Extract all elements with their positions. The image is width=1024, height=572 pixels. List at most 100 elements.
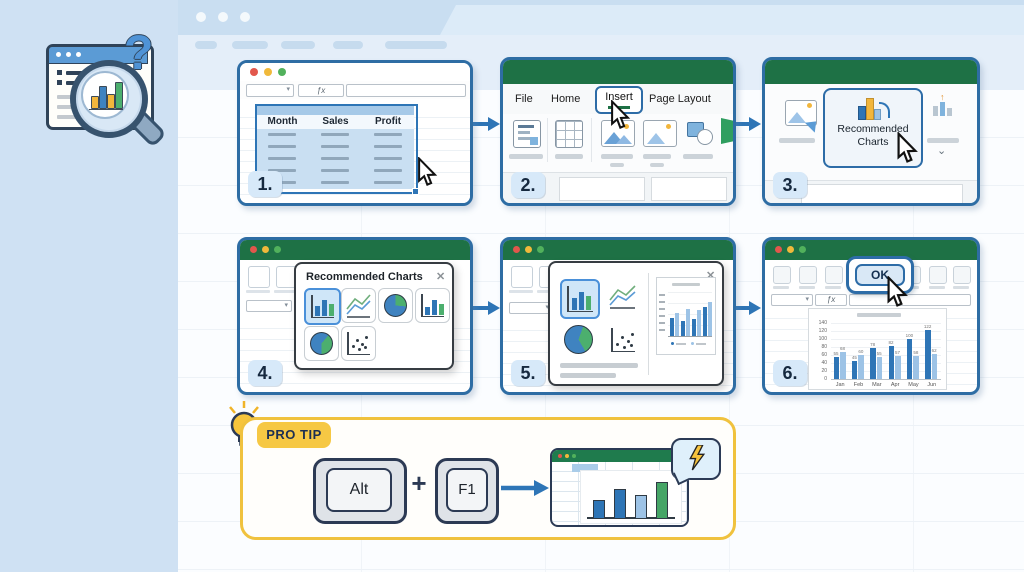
close-dot-icon[interactable] <box>250 68 258 76</box>
background-browser-tab <box>440 5 1024 35</box>
chart-bar <box>876 357 883 379</box>
caption-placeholder <box>643 154 671 159</box>
y-tick-label: 80 <box>821 344 827 350</box>
table-icon[interactable] <box>555 120 583 148</box>
pie-chart-icon <box>384 294 407 317</box>
chart-type-column[interactable] <box>415 288 450 323</box>
caption-placeholder <box>509 290 533 293</box>
close-dot-icon[interactable] <box>250 246 257 253</box>
gridline <box>831 347 941 348</box>
close-dot-icon[interactable] <box>775 246 782 253</box>
name-box[interactable]: ▾ <box>246 84 294 97</box>
window-dot-icon <box>56 52 61 57</box>
minimize-dot-icon[interactable] <box>262 246 269 253</box>
maximize-dot-icon[interactable] <box>799 246 806 253</box>
caption-placeholder <box>555 154 583 159</box>
icon-axis <box>347 353 370 355</box>
excel-titlebar <box>765 60 977 84</box>
name-box[interactable]: ▾ <box>509 302 553 314</box>
tab-insert-active[interactable]: Insert <box>595 86 643 114</box>
chart-type-bar-selected[interactable] <box>304 288 341 325</box>
chart-bar <box>685 308 690 336</box>
tab-file[interactable]: File <box>515 93 533 105</box>
minimize-dot-icon[interactable] <box>787 246 794 253</box>
pivotchart-icon[interactable]: ↑ <box>931 92 957 118</box>
fx-box[interactable]: ƒx <box>298 84 344 97</box>
close-icon[interactable]: ✕ <box>436 271 446 283</box>
excel-titlebar <box>503 240 733 260</box>
icon-sun <box>666 124 671 129</box>
tab-page-layout[interactable]: Page Layout <box>649 93 711 105</box>
name-box[interactable]: ▾ <box>246 300 292 312</box>
column-header: Sales <box>322 116 349 127</box>
data-label: 55 <box>876 351 882 356</box>
online-pictures-icon[interactable] <box>643 120 677 147</box>
ghost-ribbon-icon <box>799 266 817 284</box>
ghost-ribbon-icon <box>825 266 843 284</box>
fill-handle[interactable] <box>412 188 419 195</box>
sheet-cell[interactable] <box>559 177 645 201</box>
window-dot-icon <box>558 454 562 458</box>
chart-bar <box>888 346 894 379</box>
fx-box[interactable]: ƒx <box>815 294 847 306</box>
smartart-ribbon-icon[interactable] <box>721 118 733 144</box>
chart-bar <box>614 489 626 519</box>
formula-input[interactable] <box>849 294 971 306</box>
data-label: 45 <box>851 355 857 360</box>
maximize-dot-icon[interactable] <box>274 246 281 253</box>
x-tick-label: Mar <box>872 382 882 388</box>
tab-home[interactable]: Home <box>551 93 581 105</box>
chart-bar <box>692 319 696 336</box>
pivottable-icon[interactable] <box>513 120 541 148</box>
menu-placeholder <box>385 41 447 49</box>
minimize-dot-icon[interactable] <box>525 246 532 253</box>
chart-type-pie-2[interactable] <box>304 326 339 361</box>
gridline <box>831 339 941 340</box>
chart-type-pie[interactable] <box>378 288 413 323</box>
line-chart-icon <box>609 285 636 309</box>
y-tick-placeholder <box>659 301 665 303</box>
sheet-cell[interactable] <box>651 177 727 201</box>
ok-button[interactable]: OK <box>855 264 905 286</box>
picture-icon[interactable] <box>785 100 822 133</box>
chart-type-bar-selected[interactable] <box>560 279 600 319</box>
icon-bar <box>940 102 945 116</box>
icon-axis <box>421 315 444 317</box>
cell-data-placeholder <box>321 145 349 148</box>
shapes-circle-icon[interactable] <box>697 129 713 145</box>
chart-type-scatter[interactable] <box>341 326 376 361</box>
maximize-dot-icon[interactable] <box>278 68 286 76</box>
cell-data-placeholder <box>374 145 402 148</box>
icon-dot <box>621 336 624 339</box>
window-dot-icon <box>240 12 250 22</box>
chart-type-line[interactable] <box>341 288 376 323</box>
recommended-charts-button[interactable]: Recommended Charts <box>823 88 923 168</box>
menu-placeholder <box>333 41 363 49</box>
maximize-dot-icon[interactable] <box>537 246 544 253</box>
chart-title-placeholder <box>672 283 700 286</box>
close-dot-icon[interactable] <box>513 246 520 253</box>
chart-bar <box>696 310 701 336</box>
formula-input[interactable] <box>346 84 466 97</box>
pie-chart-icon <box>564 325 593 354</box>
icon-bar <box>858 106 866 120</box>
icon-mountain <box>647 133 665 144</box>
chart-type-line[interactable] <box>606 281 640 313</box>
chart-type-pie[interactable] <box>562 323 596 357</box>
close-icon[interactable]: ✕ <box>706 270 716 282</box>
name-box[interactable]: ▾ <box>771 294 813 306</box>
chevron-down-icon[interactable]: ⌄ <box>937 145 947 157</box>
sheet-cell[interactable] <box>801 184 963 203</box>
y-tick-label: 120 <box>818 328 827 334</box>
picture-icon[interactable] <box>601 120 635 147</box>
window-dot-icon <box>218 12 228 22</box>
icon-bar <box>315 306 320 316</box>
ghost-ribbon-icon <box>953 266 971 284</box>
chart-type-scatter[interactable] <box>606 323 640 357</box>
chart-bar <box>681 320 685 336</box>
legend-marker <box>691 342 694 345</box>
minimize-dot-icon[interactable] <box>264 68 272 76</box>
dropdown-arrow-icon: ▾ <box>545 303 549 313</box>
